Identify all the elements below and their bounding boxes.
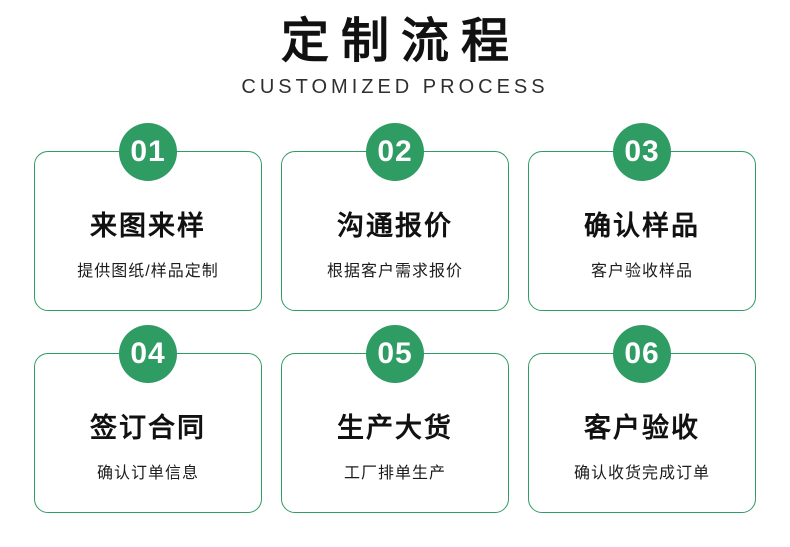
step-title: 来图来样	[90, 211, 206, 241]
step-description: 根据客户需求报价	[326, 263, 463, 280]
step-description: 确认收货完成订单	[573, 465, 710, 482]
step-number-badge: 02	[366, 123, 424, 181]
step-card-4: 04 签订合同 确认订单信息	[34, 325, 262, 513]
page-header: 定制流程 CUSTOMIZED PROCESS	[0, 0, 790, 99]
step-card-3: 03 确认样品 客户验收样品	[528, 123, 756, 311]
step-description: 提供图纸/样品定制	[77, 263, 219, 280]
step-description: 客户验收样品	[590, 263, 693, 280]
step-number-badge: 06	[613, 325, 671, 383]
step-card-5: 05 生产大货 工厂排单生产	[281, 325, 509, 513]
step-card-body: 确认样品 客户验收样品	[528, 151, 756, 311]
step-title: 客户验收	[584, 413, 700, 443]
step-title: 签订合同	[90, 413, 206, 443]
step-card-6: 06 客户验收 确认收货完成订单	[528, 325, 756, 513]
step-title: 生产大货	[337, 413, 453, 443]
step-description: 确认订单信息	[96, 465, 199, 482]
step-card-2: 02 沟通报价 根据客户需求报价	[281, 123, 509, 311]
step-title: 沟通报价	[337, 211, 453, 241]
step-title: 确认样品	[584, 211, 700, 241]
step-number-badge: 01	[119, 123, 177, 181]
step-card-1: 01 来图来样 提供图纸/样品定制	[34, 123, 262, 311]
page-title: 定制流程	[280, 15, 521, 68]
step-number-badge: 04	[119, 325, 177, 383]
steps-grid: 01 来图来样 提供图纸/样品定制 02 沟通报价 根据客户需求报价 03 确认…	[0, 123, 790, 513]
step-number-badge: 03	[613, 123, 671, 181]
page-subtitle: CUSTOMIZED PROCESS	[241, 76, 549, 98]
step-number-badge: 05	[366, 325, 424, 383]
step-description: 工厂排单生产	[343, 465, 446, 482]
